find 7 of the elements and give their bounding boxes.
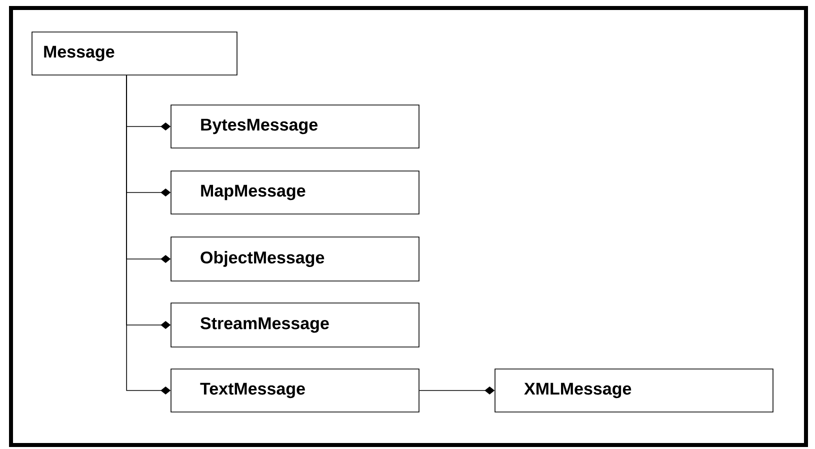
class-box: BytesMessage: [170, 104, 420, 148]
class-box: StreamMessage: [170, 302, 420, 348]
class-box: ObjectMessage: [170, 236, 420, 282]
class-box: MapMessage: [170, 170, 420, 214]
class-box: Message: [32, 32, 238, 76]
class-box: XMLMessage: [494, 368, 774, 412]
class-box: TextMessage: [170, 368, 420, 412]
